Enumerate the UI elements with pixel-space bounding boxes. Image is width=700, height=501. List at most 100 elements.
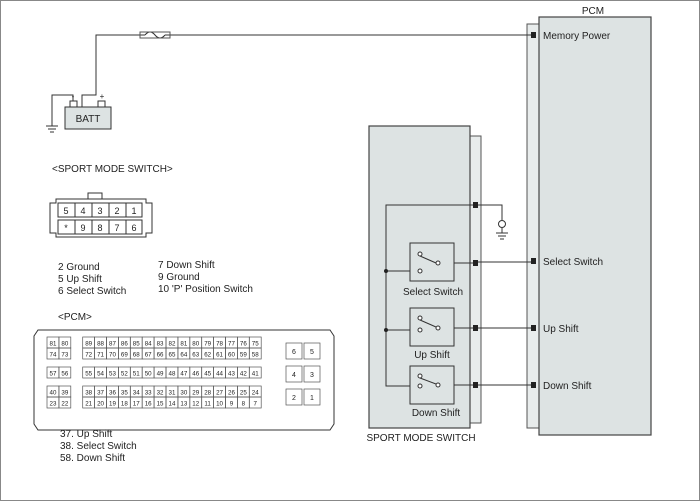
pcm-pin-label: 45 (204, 370, 211, 377)
pcm-pin-label: 44 (216, 370, 223, 377)
pcm-connector-title: <PCM> (58, 312, 92, 323)
pcm-pin-label: 56 (61, 370, 68, 377)
pcm-pin-label: 35 (121, 389, 128, 396)
sport-legend-r2: 9 Ground (158, 272, 200, 283)
pcm-side-pin-label: 4 (292, 372, 296, 379)
pcm-pin-label: 39 (61, 389, 68, 396)
pcm-pin-label: 38 (85, 389, 92, 396)
pcm-pin-label: 71 (97, 351, 104, 358)
pcm-pin-label: 32 (157, 389, 164, 396)
sport-legend-l1: 2 Ground (58, 262, 100, 273)
pcm-pin-label: 55 (85, 370, 92, 377)
pcm-side-pin-label: 2 (292, 395, 296, 402)
pcm-pin-cell (248, 347, 262, 360)
pcm-pin-label: 30 (180, 389, 187, 396)
pcm-pin-label: 67 (145, 351, 152, 358)
pcm-pin-label: 72 (85, 351, 92, 358)
pcm-pin-label: 52 (121, 370, 128, 377)
pcm-module: PCM Memory Power Select Switch Up Shift … (526, 6, 652, 436)
pcm-pin-label: 78 (216, 340, 223, 347)
pcm-pin-label: 49 (157, 370, 164, 377)
pcm-pin-label: 33 (145, 389, 152, 396)
pcm-pin-cell (248, 366, 262, 379)
pcm-pin-label: 75 (252, 340, 259, 347)
pcm-pin-label: 24 (252, 389, 259, 396)
pcm-pin-label: 15 (157, 400, 164, 407)
battery-label: BATT (76, 114, 101, 125)
pcm-pin-label: 48 (169, 370, 176, 377)
pcm-pin-label: 25 (240, 389, 247, 396)
pcm-pin-label: 70 (109, 351, 116, 358)
pcm-pin-label: 61 (216, 351, 223, 358)
pcm-side-pins: 6 5 4 3 2 1 (285, 342, 321, 406)
pcm-pin-label: 36 (109, 389, 116, 396)
pcm-side-pin-label: 1 (310, 395, 314, 402)
pcm-side-pin-cell (285, 388, 303, 406)
sport-legend-l3: 6 Select Switch (58, 286, 126, 297)
select-switch-label: Select Switch (403, 287, 463, 298)
pcm-pin-label: 41 (252, 370, 259, 377)
pcm-pin-label: 63 (192, 351, 199, 358)
pcm-pin-label: 80 (61, 340, 68, 347)
pcm-pin-label: 57 (50, 370, 57, 377)
sport-pin-top-1: 5 (63, 206, 68, 216)
pcm-pin-label: 79 (204, 340, 211, 347)
pcm-pin-label: 34 (133, 389, 140, 396)
pcm-pin-label: 76 (240, 340, 247, 347)
select-switch-symbol: Select Switch (403, 242, 463, 298)
pcm-pin-label: 11 (204, 400, 211, 407)
pcm-pin-label: 81 (50, 340, 57, 347)
pcm-pin-label: 74 (50, 351, 57, 358)
pcm-pin-memory-power: Memory Power (543, 31, 611, 42)
pcm-pin-label: 8 (242, 400, 246, 407)
pcm-pin-label: 60 (228, 351, 235, 358)
pcm-pin-label: 73 (61, 351, 68, 358)
pcm-pin-label: 37 (97, 389, 104, 396)
memory-power-circuit (81, 31, 531, 107)
sport-pin-bot-3: 8 (97, 223, 102, 233)
sport-pin-top-2: 4 (80, 206, 85, 216)
pcm-pin-label: 85 (133, 340, 140, 347)
down-shift-switch-symbol: Down Shift (409, 365, 460, 419)
pcm-pin-label: 59 (240, 351, 247, 358)
battery-pos-label: + (100, 92, 105, 101)
up-shift-label: Up Shift (414, 350, 450, 361)
pcm-pin-label: 31 (169, 389, 176, 396)
pcm-pin-cell (58, 347, 72, 360)
pcm-pin-cell (248, 396, 262, 409)
pcm-side-pin-cell (303, 342, 321, 360)
pcm-pin-label: 64 (180, 351, 187, 358)
pcm-pin-label: 51 (133, 370, 140, 377)
pcm-side-pin-label: 3 (310, 372, 314, 379)
pcm-pin-label: 42 (240, 370, 247, 377)
pcm-pin-label: 53 (109, 370, 116, 377)
pcm-pin-label: 16 (145, 400, 152, 407)
pcm-legend-1: 37. Up Shift (60, 429, 112, 440)
pcm-side-pin-cell (285, 342, 303, 360)
ground-symbol (478, 204, 508, 240)
pcm-pin-label: 29 (192, 389, 199, 396)
sport-pin-bot-2: 9 (80, 223, 85, 233)
sport-connector-title: <SPORT MODE SWITCH> (52, 164, 173, 175)
pcm-side-pin-label: 6 (292, 349, 296, 356)
pcm-pin-label: 43 (228, 370, 235, 377)
sport-mode-switch-block: SPORT MODE SWITCH Select Switch (366, 125, 482, 444)
pcm-side-pin-cell (303, 365, 321, 383)
pcm-pin-label: 17 (133, 400, 140, 407)
sport-pin-bot-5: 6 (131, 223, 136, 233)
sport-pin-top-5: 1 (131, 206, 136, 216)
pcm-side-pin-label: 5 (310, 349, 314, 356)
pcm-pin-label: 10 (216, 400, 223, 407)
pcm-pin-label: 86 (121, 340, 128, 347)
sport-connector: <SPORT MODE SWITCH> 5 4 3 2 1 * 9 8 7 6 … (49, 164, 253, 297)
pcm-pin-label: 12 (192, 400, 199, 407)
pcm-pin-label: 26 (228, 389, 235, 396)
pcm-pin-label: 88 (97, 340, 104, 347)
pcm-pin-label: 46 (192, 370, 199, 377)
pcm-pin-label: 40 (50, 389, 57, 396)
pcm-pin-label: 7 (254, 400, 258, 407)
